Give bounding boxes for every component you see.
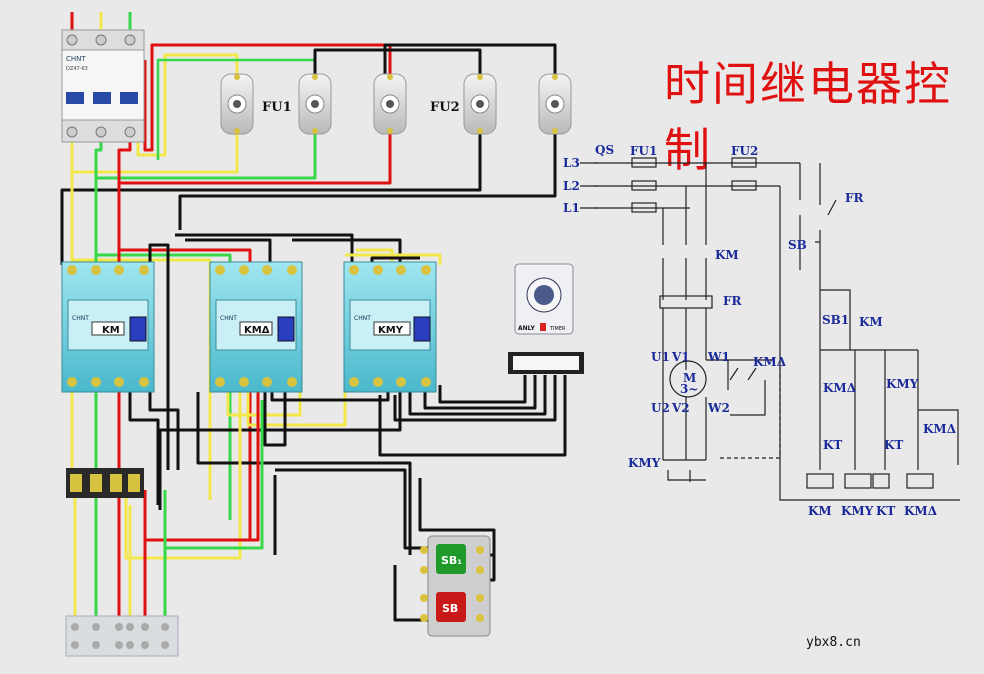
breaker-brand: CHNT [66,55,86,63]
sb-label: SB [442,602,458,615]
timer-relay: ANLY TIMER [508,263,584,374]
sb1-label: SB₁ [441,554,462,567]
sch-kmy-contact: KMY [886,377,919,391]
sb-button[interactable] [436,592,466,622]
diagram-title: 时间继电器控制 [664,57,952,177]
sch-coil-kmy: KMY [841,504,874,518]
sch-l3: L3 [563,156,580,170]
timer-tag: TIMER [549,326,566,332]
sch-w1: W1 [707,350,730,364]
pushbutton-station: SB₁ SB [420,535,491,637]
sch-coil-km: KM [808,504,832,518]
sch-fu2: FU2 [731,144,758,158]
schematic-labels: L3 L2 L1 QS FU1 FU2 FR KM FR U1 V1 W1 M … [563,143,956,518]
schematic [580,157,960,501]
sch-v2: V2 [671,401,690,415]
sch-kmd-contact: KMΔ [823,381,856,395]
sch-km-hold: KM [859,315,883,329]
sch-kmd-contact2: KMΔ [923,422,956,436]
sch-sb: SB [788,238,807,252]
sch-coil-kt: KT [876,504,895,518]
contactor-kmd: CHNT KMΔ [209,261,303,393]
watermark-text: ybx8.cn [806,635,861,650]
sch-sb1: SB1 [822,313,849,327]
fu1-label: FU1 [262,100,292,115]
contactor-kmy: CHNT KMY [343,261,437,393]
timer-brand: ANLY [518,325,536,332]
kmd-brand: CHNT [220,315,237,322]
sch-kmy-main: KMY [628,456,661,470]
kmy-name: KMY [378,325,404,336]
breaker-model: DZ47-63 [66,66,88,72]
overload-terminal [66,468,144,498]
sch-fr-ctrl: FR [845,191,865,205]
circuit-breaker: CHNT DZ47-63 [61,29,145,143]
sch-motor-m: M [683,371,696,385]
bottom-terminal-strip [65,615,179,657]
kmy-brand: CHNT [354,315,371,322]
fuse-5 [538,73,572,135]
fuse-3 [373,73,407,135]
sch-fu1: FU1 [630,144,657,158]
fuse-1 [220,73,254,135]
sch-u1: U1 [651,350,670,364]
sch-v1: V1 [671,350,690,364]
sb1-button[interactable] [436,544,466,574]
fuse-2 [298,73,332,135]
sch-qs: QS [595,143,614,157]
sch-km-main: KM [715,248,739,262]
contactor-km: CHNT KM [61,261,155,393]
sch-l2: L2 [563,179,580,193]
fuse-4 [463,73,497,135]
sch-u2: U2 [651,401,670,415]
sch-fr-main: FR [723,294,743,308]
km-brand: CHNT [72,315,89,322]
sch-kmd-main: KMΔ [753,355,786,369]
sch-l1: L1 [563,201,580,215]
km-name: KM [102,325,120,336]
fu2-label: FU2 [430,100,460,115]
sch-kt-left: KT [823,438,842,452]
sch-w2: W2 [707,401,730,415]
sch-kt-right: KT [884,438,903,452]
sch-motor-type: 3~ [680,382,698,396]
kmd-name: KMΔ [244,325,270,336]
sch-coil-kmd: KMΔ [904,504,937,518]
fuse-row: FU1 FU2 [220,73,572,135]
